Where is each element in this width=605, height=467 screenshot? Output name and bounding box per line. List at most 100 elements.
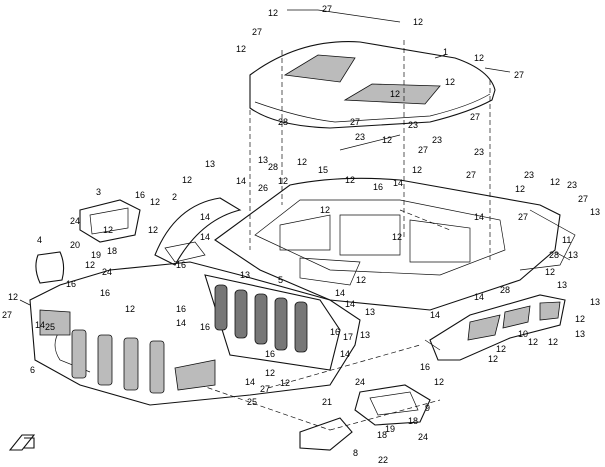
callout-13: 13: [568, 250, 578, 260]
callout-12: 12: [382, 135, 392, 145]
callout-12: 12: [550, 177, 560, 187]
callout-17: 17: [343, 332, 353, 342]
hood-panel: [249, 41, 496, 129]
callout-14: 14: [200, 232, 210, 242]
callout-23: 23: [567, 180, 577, 190]
callout-13: 13: [575, 329, 585, 339]
callout-16: 16: [66, 279, 76, 289]
callout-16: 16: [420, 362, 430, 372]
callout-19: 19: [91, 250, 101, 260]
callout-12: 12: [345, 175, 355, 185]
callout-9: 9: [425, 403, 430, 413]
callout-12: 12: [545, 267, 555, 277]
callout-14: 14: [340, 349, 350, 359]
callout-16: 16: [100, 288, 110, 298]
callout-12: 12: [150, 197, 160, 207]
callout-12: 12: [496, 344, 506, 354]
callout-25: 25: [45, 322, 55, 332]
grille-assembly: [204, 274, 341, 371]
callout-12: 12: [575, 314, 585, 324]
callout-28: 28: [500, 285, 510, 295]
callout-28: 28: [549, 250, 559, 260]
callout-23: 23: [408, 120, 418, 130]
callout-12: 12: [413, 17, 423, 27]
callout-27: 27: [514, 70, 524, 80]
callout-14: 14: [35, 320, 45, 330]
callout-28: 28: [268, 162, 278, 172]
callout-24: 24: [418, 432, 428, 442]
callout-26: 26: [258, 183, 268, 193]
callout-11: 11: [562, 235, 571, 245]
callout-16: 16: [373, 182, 383, 192]
callout-14: 14: [236, 176, 246, 186]
right-headlight: [299, 384, 431, 451]
callout-16: 16: [176, 260, 186, 270]
callout-12: 12: [320, 205, 330, 215]
callout-2: 2: [172, 192, 177, 202]
callout-14: 14: [176, 318, 186, 328]
callout-18: 18: [377, 430, 387, 440]
callout-14: 14: [474, 292, 484, 302]
callout-13: 13: [590, 297, 600, 307]
callout-12: 12: [445, 77, 455, 87]
callout-12: 12: [548, 337, 558, 347]
callout-25: 25: [247, 397, 257, 407]
callout-12: 12: [182, 175, 192, 185]
callout-12: 12: [390, 89, 400, 99]
callout-12: 12: [268, 8, 278, 18]
callout-4: 4: [37, 235, 42, 245]
callout-3: 3: [96, 187, 101, 197]
callout-14: 14: [335, 288, 345, 298]
callout-27: 27: [350, 117, 360, 127]
callout-13: 13: [590, 207, 600, 217]
callout-12: 12: [280, 378, 290, 388]
callout-22: 22: [378, 455, 388, 465]
callout-23: 23: [474, 147, 484, 157]
callout-12: 12: [297, 157, 307, 167]
callout-14: 14: [393, 178, 403, 188]
right-fender: [429, 294, 566, 361]
callout-23: 23: [524, 170, 534, 180]
callout-14: 14: [245, 377, 255, 387]
callout-12: 12: [103, 225, 113, 235]
callout-27: 27: [252, 27, 262, 37]
callout-13: 13: [557, 280, 567, 290]
callout-28: 28: [278, 117, 288, 127]
callout-12: 12: [148, 225, 158, 235]
callout-12: 12: [125, 304, 135, 314]
bracket-box: [164, 241, 206, 263]
callout-12: 12: [85, 260, 95, 270]
callout-27: 27: [418, 145, 428, 155]
front-fascia: [29, 261, 361, 406]
callout-14: 14: [474, 212, 484, 222]
callout-16: 16: [200, 322, 210, 332]
callout-24: 24: [70, 216, 80, 226]
callout-14: 14: [200, 212, 210, 222]
callout-24: 24: [355, 377, 365, 387]
callout-8: 8: [353, 448, 358, 458]
callout-13: 13: [365, 307, 375, 317]
assembly-guides: [199, 40, 491, 431]
callout-16: 16: [330, 327, 340, 337]
callout-21: 21: [322, 397, 332, 407]
callout-13: 13: [360, 330, 370, 340]
body-tub: [214, 177, 576, 311]
callout-27: 27: [322, 4, 332, 14]
callout-20: 20: [70, 240, 80, 250]
callout-12: 12: [412, 165, 422, 175]
callout-12: 12: [278, 176, 288, 186]
callout-23: 23: [355, 132, 365, 142]
callout-12: 12: [236, 44, 246, 54]
callout-27: 27: [470, 112, 480, 122]
callout-12: 12: [488, 354, 498, 364]
callout-13: 13: [240, 270, 250, 280]
callout-27: 27: [260, 384, 270, 394]
callout-14: 14: [345, 299, 355, 309]
direction-arrow-icon: [8, 434, 36, 451]
callout-16: 16: [265, 349, 275, 359]
callout-6: 6: [30, 365, 35, 375]
callout-5: 5: [278, 275, 283, 285]
callout-27: 27: [518, 212, 528, 222]
callout-13: 13: [205, 159, 215, 169]
